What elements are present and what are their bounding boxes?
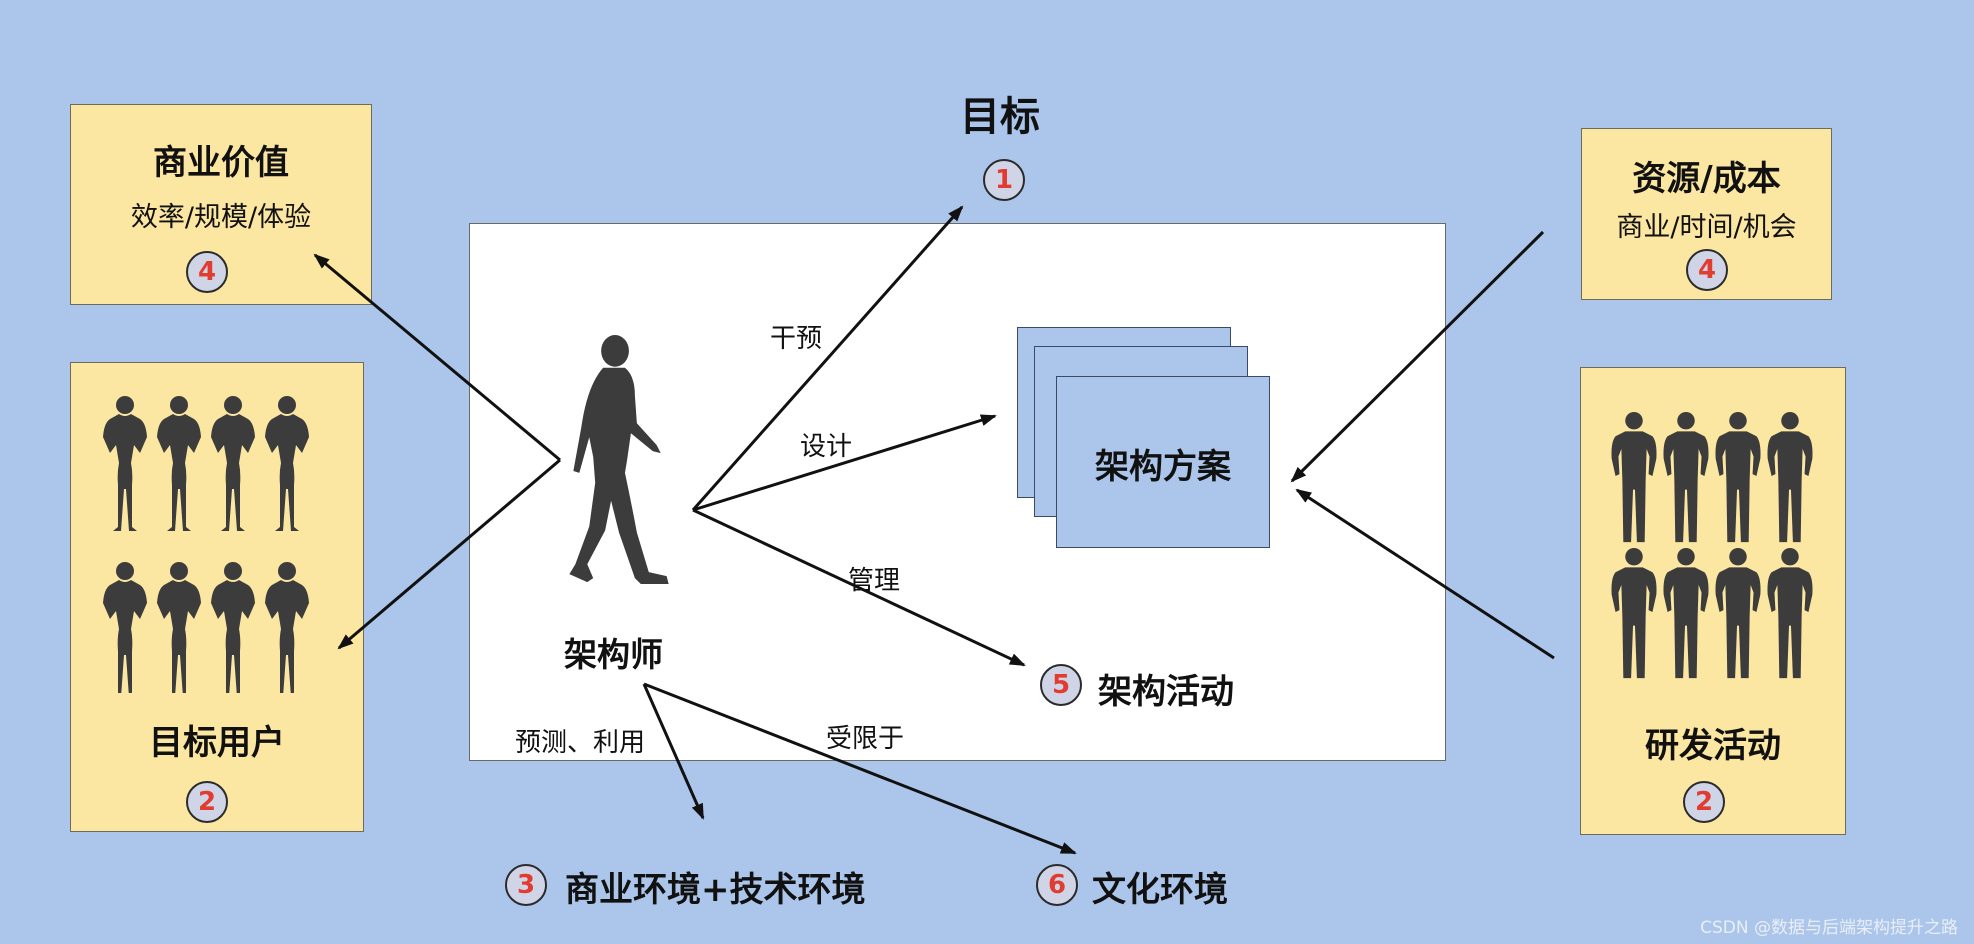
target-users-title: 目标用户 (149, 723, 285, 763)
goal-badge: 1 (983, 159, 1025, 201)
dev-activity-panel: 研发活动 2 (1580, 367, 1846, 835)
edge-label-design: 设计 (800, 432, 853, 462)
resources-subtitle: 商业/时间/机会 (1616, 212, 1797, 243)
dev-activity-title: 研发活动 (1645, 726, 1781, 766)
edge-label-constrained: 受限于 (826, 724, 905, 754)
business-value-subtitle: 效率/规模/体验 (130, 202, 312, 233)
edge-label-intervene: 干预 (770, 324, 823, 354)
arch-activity-badge: 5 (1040, 664, 1082, 706)
target-users-badge: 2 (186, 781, 228, 823)
resources-panel: 资源/成本 商业/时间/机会 4 (1581, 128, 1832, 300)
architect-walking-icon (569, 334, 669, 585)
arch-activity-label: 架构活动 (1098, 672, 1234, 712)
dev-activity-badge: 2 (1683, 781, 1725, 823)
solution-card-front: 架构方案 (1056, 376, 1270, 548)
target-users-panel: 目标用户 2 (70, 362, 364, 832)
solution-label: 架构方案 (1095, 447, 1231, 487)
women-group-icon (103, 396, 309, 697)
goal-title: 目标 (960, 94, 1040, 140)
resources-title: 资源/成本 (1632, 159, 1781, 199)
watermark: CSDN @数据与后端架构提升之路 (1700, 918, 1958, 938)
resources-badge: 4 (1686, 249, 1728, 291)
culture-env-label: 文化环境 (1092, 870, 1228, 910)
architect-label: 架构师 (564, 635, 663, 674)
dev-silhouettes (1607, 410, 1827, 694)
culture-env-badge: 6 (1036, 864, 1078, 906)
business-value-panel: 商业价值 效率/规模/体验 4 (70, 104, 372, 305)
business-env-badge: 3 (505, 864, 547, 906)
men-group-icon (1611, 411, 1813, 679)
business-value-badge: 4 (186, 251, 228, 293)
edge-label-predict: 预测、利用 (515, 728, 646, 758)
user-silhouettes (99, 393, 339, 697)
edge-label-manage: 管理 (848, 566, 901, 596)
business-env-label: 商业环境+技术环境 (565, 870, 866, 910)
business-value-title: 商业价值 (153, 143, 289, 183)
